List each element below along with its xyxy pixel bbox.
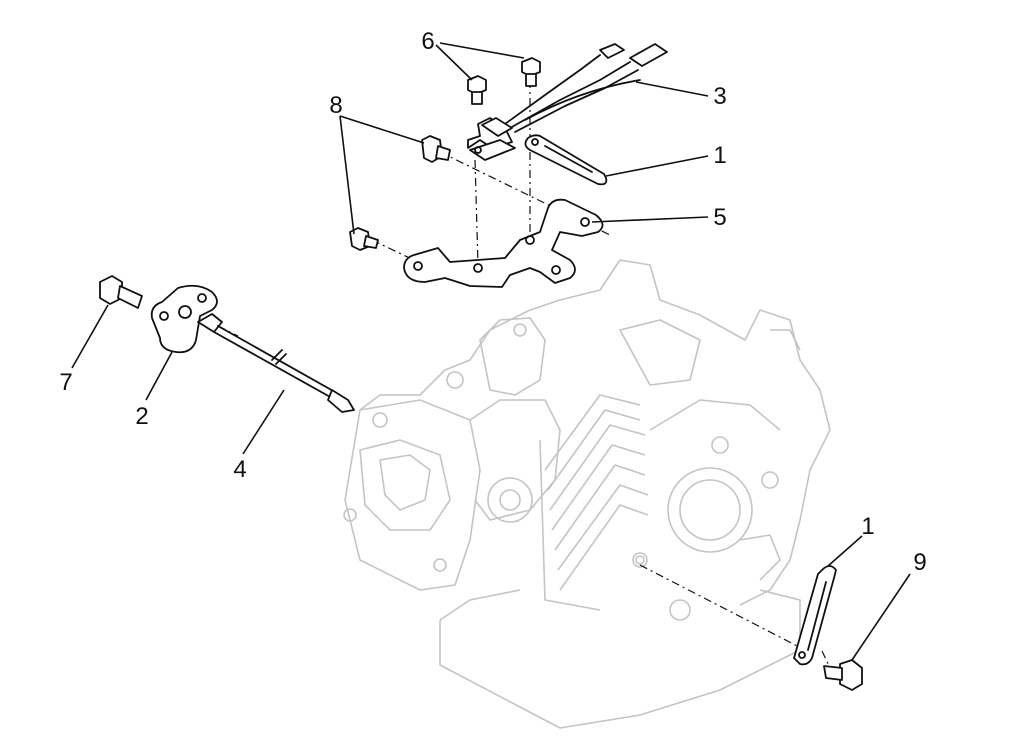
leader-lines	[71, 42, 911, 661]
callout-5: 5	[713, 204, 726, 231]
callout-1-lower: 1	[861, 513, 874, 540]
center-lines	[217, 80, 831, 669]
callout-1-upper: 1	[713, 142, 726, 169]
callout-3: 3	[713, 83, 726, 110]
part-9-bolt	[823, 659, 863, 691]
part-3-module-wiring	[467, 43, 668, 161]
part-6-bolts	[467, 57, 541, 105]
callout-9: 9	[913, 549, 926, 576]
part-2-sensor	[150, 284, 218, 354]
callout-2: 2	[135, 403, 148, 430]
engine-block	[343, 259, 831, 729]
part-1-strap-upper	[524, 134, 608, 186]
part-5-bracket	[403, 198, 604, 288]
callout-6: 6	[421, 28, 434, 55]
part-7-bolt	[99, 275, 143, 309]
part-8-bolts	[349, 135, 451, 251]
callout-8: 8	[329, 92, 342, 119]
part-4-rod	[197, 313, 355, 413]
part-1-strap-lower	[793, 565, 837, 666]
callout-labels: 6 3 1 8 5 7 2 4 1 9	[59, 28, 926, 576]
callout-7: 7	[59, 369, 72, 396]
callout-4: 4	[233, 456, 246, 483]
